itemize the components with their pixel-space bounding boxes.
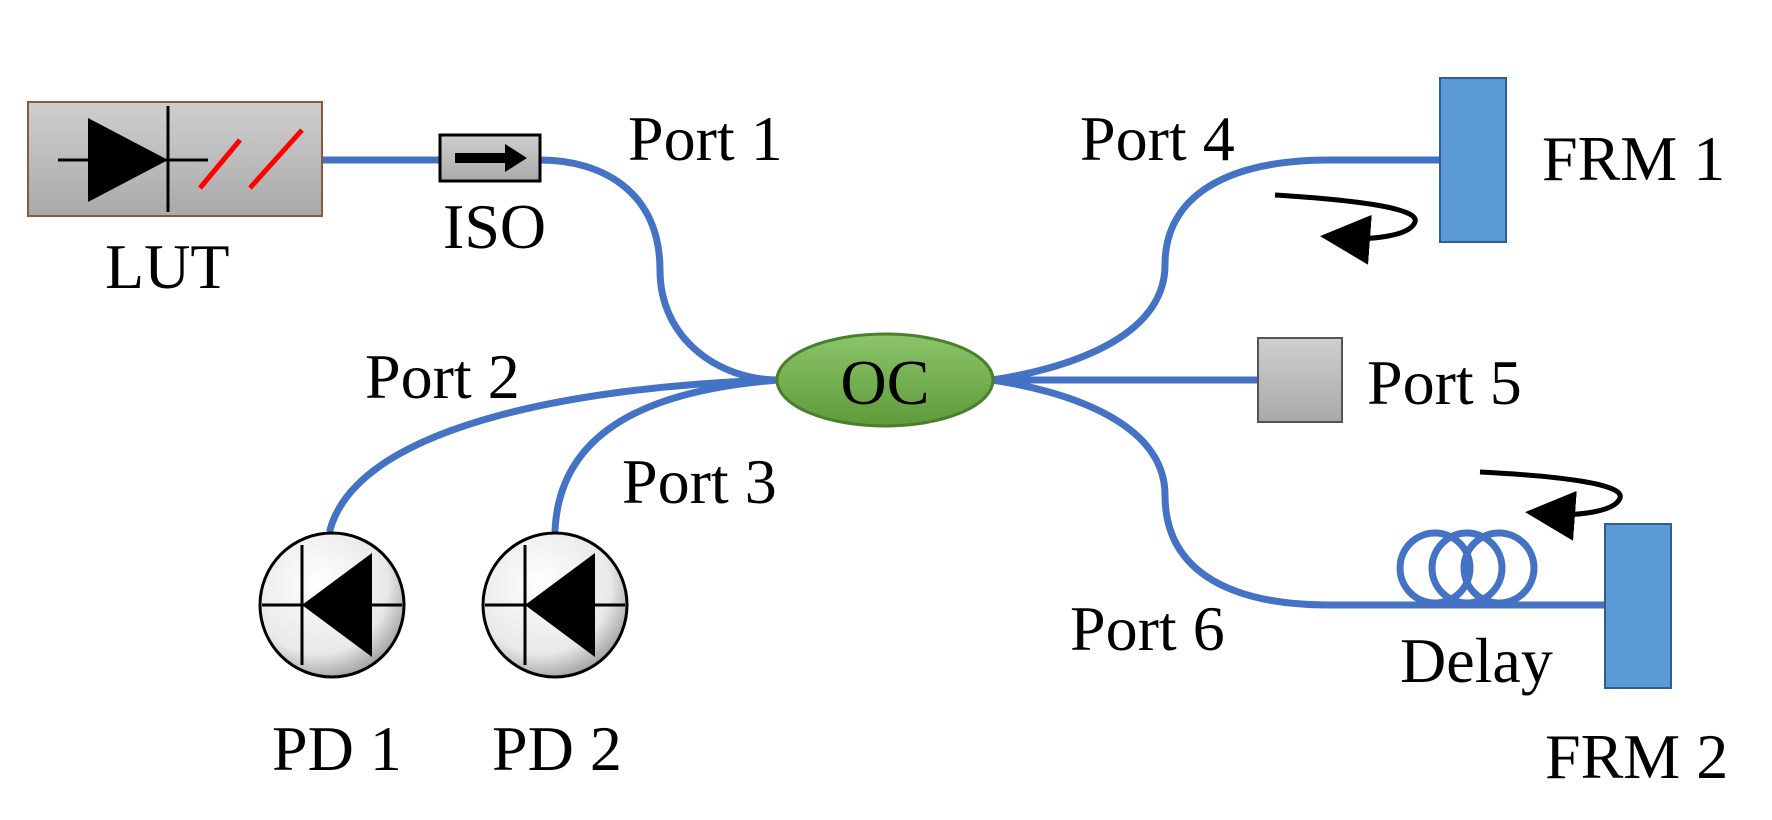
fiber-port3 <box>551 376 782 534</box>
port1-label: Port 1 <box>628 103 783 174</box>
frm1-label: FRM 1 <box>1542 123 1725 194</box>
laser-diode-icon <box>58 106 304 212</box>
frm-2: FRM 2 <box>1479 469 1728 792</box>
port3-label: Port 3 <box>622 446 777 517</box>
port5-terminator <box>1257 337 1343 423</box>
photodiode-icon <box>262 545 402 665</box>
photodiode-icon <box>485 545 625 665</box>
isolator-arrow-icon <box>455 144 527 172</box>
fiber-port6 <box>988 376 1609 609</box>
pd1-label: PD 1 <box>272 713 402 784</box>
photodiode-1: PD 1 <box>258 531 406 784</box>
delay-coil: Delay <box>1396 529 1553 696</box>
port5-label: Port 5 <box>1367 347 1522 418</box>
fiber-links <box>318 156 1609 609</box>
optical-coupler: OC <box>775 332 995 428</box>
frm-1: FRM 1 <box>1274 77 1725 265</box>
fiber-coil-icon <box>1396 529 1538 607</box>
fiber-port1 <box>536 156 782 384</box>
frm2-label: FRM 2 <box>1545 721 1728 792</box>
port2-label: Port 2 <box>365 341 520 412</box>
iso-label: ISO <box>443 191 546 262</box>
port6-label: Port 6 <box>1070 593 1225 664</box>
lut-label: LUT <box>105 231 229 302</box>
port4-label: Port 4 <box>1080 103 1235 174</box>
photodiode-2: PD 2 <box>481 531 629 784</box>
lut-laser: LUT <box>27 101 323 302</box>
pd2-label: PD 2 <box>492 713 622 784</box>
fiber-port4 <box>988 156 1444 384</box>
reflection-arrow-1 <box>1274 192 1418 265</box>
oc-label: OC <box>841 347 930 418</box>
delay-label: Delay <box>1400 625 1553 696</box>
fiber-port2 <box>326 376 782 534</box>
isolator: ISO <box>438 133 546 262</box>
reflection-arrow-2 <box>1479 469 1623 541</box>
